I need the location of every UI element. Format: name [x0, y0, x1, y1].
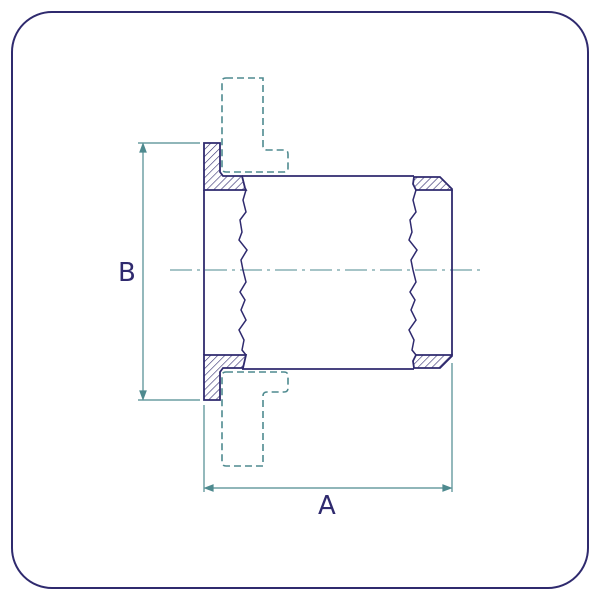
- clamp-bottom-dashed: [221, 371, 289, 467]
- dimension-b: [138, 142, 200, 401]
- dimension-b-label: B: [118, 258, 136, 288]
- frame: [11, 11, 589, 589]
- dimension-a-label: A: [318, 491, 336, 521]
- break-line-left: [238, 189, 248, 356]
- flange-bottom-section: [203, 354, 248, 401]
- break-line-right: [408, 189, 418, 356]
- clamp-top-dashed: [221, 77, 289, 173]
- dimension-a: [203, 363, 453, 492]
